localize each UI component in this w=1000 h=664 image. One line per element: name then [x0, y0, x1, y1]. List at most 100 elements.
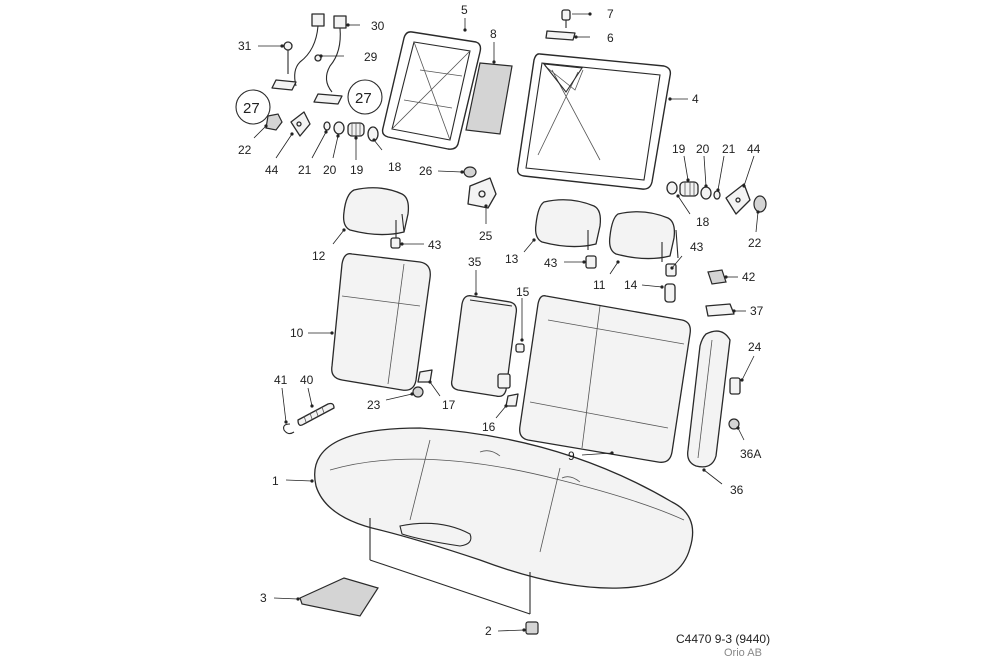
callout-22-left: 22	[238, 124, 268, 157]
callout-18-left: 18	[372, 138, 402, 174]
callout-label: 26	[419, 164, 433, 178]
backrest-pad	[465, 62, 513, 135]
headrest-left	[342, 187, 410, 249]
callout-label: 27	[355, 90, 372, 107]
callout-label: 36A	[740, 447, 761, 461]
callout-label: 37	[750, 304, 764, 318]
detail-circle-27-left	[235, 89, 271, 125]
callout-23: 23	[367, 392, 414, 412]
callout-26: 26	[419, 164, 464, 178]
backrest-frame-right	[516, 53, 672, 190]
side-bolster	[687, 330, 731, 468]
callout-label: 23	[367, 398, 381, 412]
latch-bracket	[545, 9, 576, 41]
callout-label: 17	[442, 398, 456, 412]
callout-label: 10	[290, 326, 304, 340]
callout-label: 43	[690, 240, 704, 254]
callout-label: 19	[350, 163, 364, 177]
callout-44-right: 44	[742, 142, 761, 188]
seat-clip	[369, 518, 539, 635]
callout-18-right: 18	[676, 194, 710, 229]
callout-30: 30	[346, 19, 385, 33]
callout-4: 4	[668, 92, 699, 106]
callout-24: 24	[740, 340, 762, 382]
callout-label: 21	[298, 163, 312, 177]
callout-label: 11	[593, 278, 606, 292]
callout-label: 24	[748, 340, 762, 354]
callout-label: 7	[607, 7, 614, 21]
callout-label: 18	[696, 215, 710, 229]
callout-44-left: 44	[265, 132, 294, 177]
callout-9: 9	[568, 449, 614, 463]
hinge-hardware-left	[265, 111, 379, 142]
callout-43-a: 43	[400, 238, 442, 252]
callout-42: 42	[724, 270, 756, 284]
callout-14: 14	[624, 278, 664, 292]
callout-label: 35	[468, 255, 482, 269]
callout-19-left: 19	[350, 136, 364, 177]
callout-label: 43	[428, 238, 442, 252]
callout-7: 7	[572, 7, 614, 21]
callout-label: 22	[748, 236, 762, 250]
callout-20-left: 20	[323, 134, 340, 177]
callout-label: 43	[544, 256, 558, 270]
small-clips	[412, 269, 741, 430]
callout-16: 16	[482, 404, 508, 434]
callout-25: 25	[479, 204, 493, 243]
seat-pad	[299, 577, 379, 617]
center-bracket	[463, 166, 497, 209]
callout-21-right: 21	[716, 142, 736, 192]
callout-label: 13	[505, 252, 519, 266]
callout-label: 44	[265, 163, 279, 177]
callout-label: 9	[568, 449, 575, 463]
callout-19-right: 19	[672, 142, 690, 182]
callout-10: 10	[290, 326, 334, 340]
callout-15: 15	[516, 285, 530, 342]
heater-wiring	[271, 13, 347, 105]
callout-2: 2	[485, 624, 526, 638]
callout-label: 44	[747, 142, 761, 156]
callout-3: 3	[260, 591, 300, 605]
callout-label: 8	[490, 27, 497, 41]
seat-cushion	[314, 427, 694, 589]
callout-12: 12	[312, 228, 346, 263]
backrest-cushion-left	[331, 253, 431, 391]
callout-label: 20	[323, 163, 337, 177]
callout-label: 31	[238, 39, 252, 53]
callout-label: 15	[516, 285, 530, 299]
callout-label: 36	[730, 483, 744, 497]
figure-code: C4470 9-3 (9440)	[676, 632, 771, 646]
callout-22-right: 22	[748, 210, 762, 250]
callout-11: 11	[593, 260, 620, 292]
headrest-center	[534, 199, 602, 269]
callout-label: 14	[624, 278, 638, 292]
callout-31: 31	[238, 39, 284, 53]
callout-29: 29	[319, 50, 378, 64]
headrest-right	[608, 211, 679, 277]
callout-20-right: 20	[696, 142, 710, 188]
callout-label: 4	[692, 92, 699, 106]
callout-6: 6	[574, 31, 614, 45]
callout-36: 36	[702, 468, 744, 497]
callout-label: 12	[312, 249, 326, 263]
callout-label: 29	[364, 50, 378, 64]
backrest-cushion-right	[519, 295, 691, 463]
backrest-frame-left	[381, 31, 482, 150]
callout-27-left: 27	[243, 100, 260, 117]
callout-label: 30	[371, 19, 385, 33]
callout-43-c: 43	[670, 240, 704, 270]
callout-label: 42	[742, 270, 756, 284]
callout-label: 40	[300, 373, 314, 387]
callout-40: 40	[300, 373, 314, 408]
armrest-center	[450, 295, 518, 398]
figure-brand: Orio AB	[724, 647, 762, 659]
callout-21-left: 21	[298, 130, 328, 177]
callout-35: 35	[468, 255, 482, 296]
callout-17: 17	[428, 380, 456, 412]
callout-label: 19	[672, 142, 686, 156]
callout-label: 22	[238, 143, 252, 157]
detail-circle-27-right	[347, 79, 383, 115]
callout-37: 37	[732, 304, 764, 318]
callout-27-right: 27	[355, 90, 372, 107]
